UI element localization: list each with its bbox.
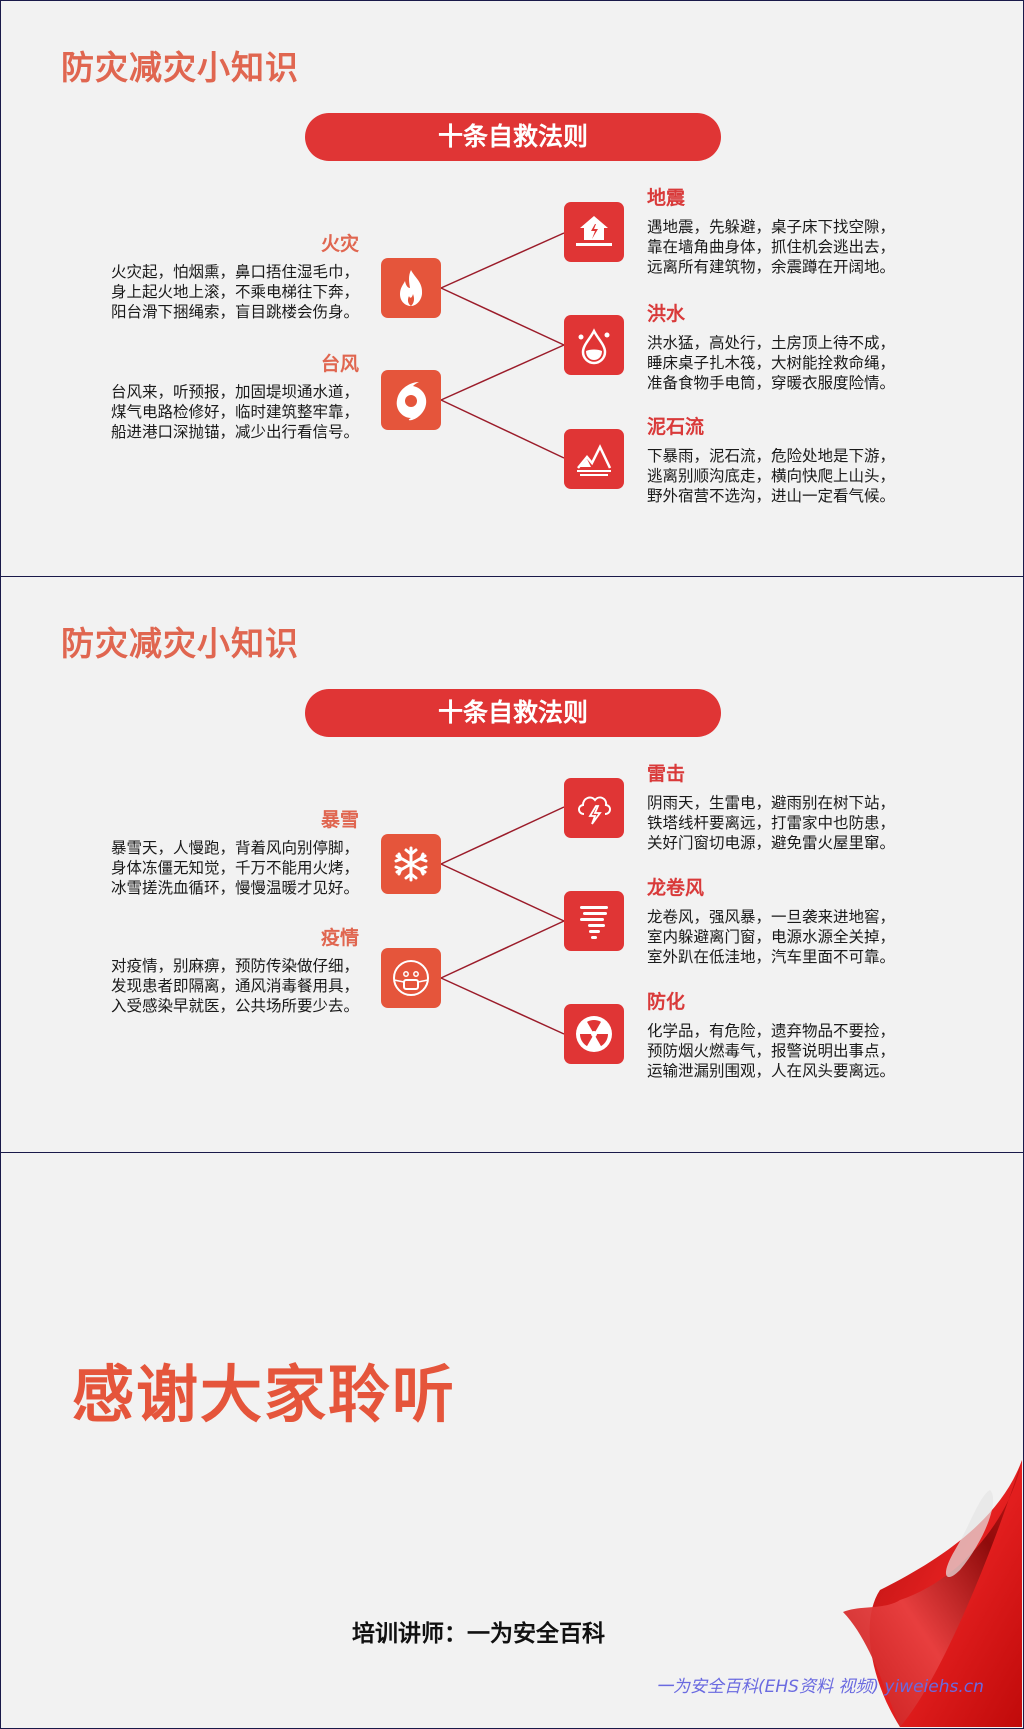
earthquake-house-icon	[564, 202, 624, 262]
slide-title: 防灾减灾小知识	[61, 48, 299, 87]
thanks-heading: 感谢大家聆听	[72, 1358, 457, 1431]
item-body-landslide: 下暴雨，泥石流，危险处地是下游， 逃离别顺沟底走，横向快爬上山头， 野外宿营不选…	[647, 447, 896, 505]
slide-2: 防灾减灾小知识 十条自救法则 暴雪 暴雪天，人慢跑，背着风向别停脚， 身体冻僵无…	[0, 576, 1024, 1153]
item-body-blizzard: 暴雪天，人慢跑，背着风向别停脚， 身体冻僵无知觉，千万不能用火烤， 冰雪搓洗血循…	[110, 839, 359, 897]
item-body-fire: 火灾起，怕烟熏，鼻口捂住湿毛巾， 身上起火地上滚，不乘电梯往下奔， 阳台滑下捆绳…	[110, 263, 359, 321]
flood-drop-icon	[564, 315, 624, 375]
rules-pill-banner: 十条自救法则	[305, 113, 721, 161]
item-body-tornado: 龙卷风，强风暴，一旦袭来进地窖， 室内躲避离门窗，电源水源全关掉， 室外趴在低洼…	[647, 908, 896, 966]
trainer-credit: 培训讲师：一为安全百科	[352, 1621, 605, 1647]
face-mask-icon	[381, 948, 441, 1008]
item-title-earthquake: 地震	[647, 187, 686, 209]
connector-lines	[440, 806, 565, 1035]
item-body-epidemic: 对疫情，别麻痹，预防传染做仔细， 发现患者即隔离，通风消毒餐用具， 入受感染早就…	[110, 957, 359, 1015]
typhoon-icon	[381, 370, 441, 430]
item-title-blizzard: 暴雪	[320, 809, 359, 831]
item-body-lightning: 阴雨天，生雷电，避雨别在树下站， 铁塔线杆要离远，打雷家中也防患， 关好门窗切电…	[647, 794, 896, 852]
mountain-landslide-icon	[564, 429, 624, 489]
rules-pill-banner: 十条自救法则	[305, 689, 721, 737]
connector-lines	[440, 232, 565, 459]
item-title-flood: 洪水	[647, 303, 686, 325]
slide-3-closing	[0, 1152, 1024, 1729]
item-body-flood: 洪水猛，高处行，土房顶上待不成， 睡床桌子扎木筏，大树能拴救命绳， 准备食物手电…	[647, 334, 896, 392]
item-body-earthquake: 遇地震，先躲避，桌子床下找空隙， 靠在墙角曲身体，抓住机会逃出去， 远离所有建筑…	[647, 218, 896, 276]
thunder-cloud-icon	[564, 778, 624, 838]
item-title-fire: 火灾	[320, 233, 359, 255]
item-title-typhoon: 台风	[320, 353, 359, 375]
item-title-lightning: 雷击	[647, 763, 686, 785]
tornado-icon	[564, 891, 624, 951]
fire-icon	[381, 258, 441, 318]
slide-1: 防灾减灾小知识 十条自救法则 火灾 火灾起，怕烟熏，鼻口捂住湿毛巾， 身上起火地…	[0, 0, 1024, 577]
slide-title: 防灾减灾小知识	[61, 624, 299, 663]
item-title-epidemic: 疫情	[320, 927, 359, 949]
watermark-link[interactable]: 一为安全百科(EHS资料 视频) yiweiehs.cn	[656, 1677, 984, 1697]
item-title-chemical: 防化	[647, 991, 686, 1013]
item-body-typhoon: 台风来，听预报，加固堤坝通水道， 煤气电路检修好，临时建筑整牢靠， 船进港口深抛…	[110, 383, 359, 441]
item-body-chemical: 化学品，有危险，遗弃物品不要捡， 预防烟火燃毒气，报警说明出事点， 运输泄漏别围…	[647, 1022, 896, 1080]
item-title-tornado: 龙卷风	[647, 877, 705, 899]
item-title-landslide: 泥石流	[647, 416, 705, 438]
snowflake-icon	[381, 834, 441, 894]
radiation-icon	[564, 1004, 624, 1064]
